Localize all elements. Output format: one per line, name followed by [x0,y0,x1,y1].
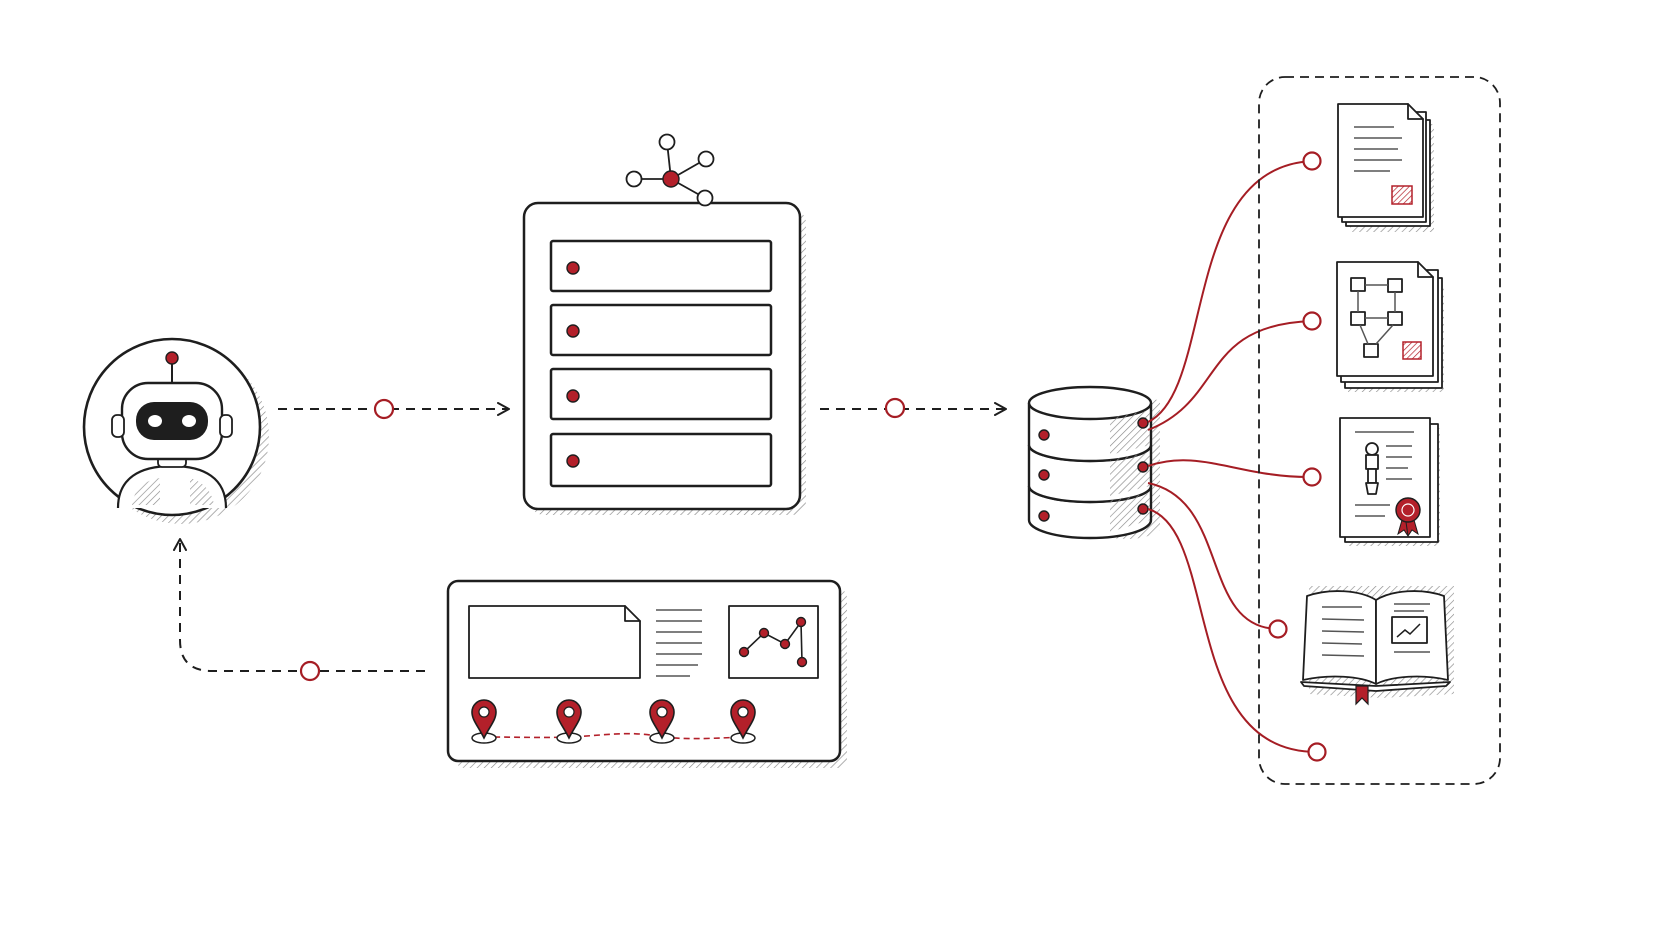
connector-node [884,397,906,419]
network-hub-icon [625,133,715,207]
line-chart-icon [728,605,819,679]
robot-agent-icon [82,337,269,524]
open-book-icon [1300,586,1454,706]
patent-certificate-icon [1339,417,1440,546]
database-icon [1027,385,1160,540]
output-node [1302,151,1322,171]
route-path [483,732,744,740]
output-node [1268,619,1288,639]
documents-group-frame [1258,76,1501,785]
flow-connectors [173,397,1007,682]
report-document-icon [1337,103,1434,232]
database-output-connectors [1147,151,1327,762]
server-rack-icon [522,201,806,515]
connector-node [373,398,395,420]
connector-node [299,660,321,682]
output-node [1302,467,1322,487]
report-panel [446,579,847,768]
flowchart-document-icon [1336,261,1444,392]
summary-text-lines [656,609,702,677]
connector-report-to-agent [173,538,425,672]
map-pin-icon [730,699,756,744]
map-pin-icon [471,699,497,744]
map-pin-icon [556,699,582,744]
map-pin-icon [649,699,675,744]
output-node [1307,742,1327,762]
output-node [1302,311,1322,331]
